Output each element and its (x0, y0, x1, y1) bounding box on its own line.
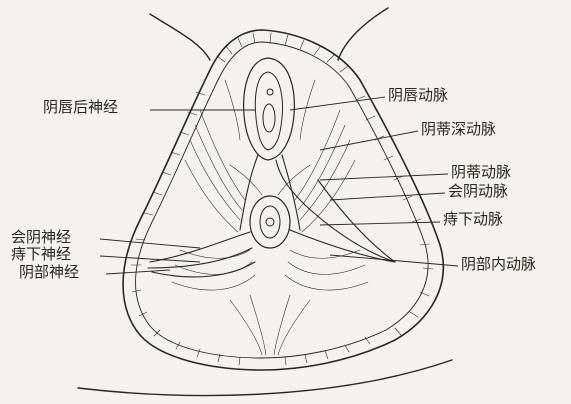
leader-deep-clitoral-artery (320, 131, 418, 150)
label-labial-nerve-posterior: 阴唇后神经 (42, 100, 119, 115)
leader-labial-artery (290, 97, 385, 110)
anal-canal-inner (260, 206, 280, 238)
label-internal-pudendal-artery: 阴部内动脉 (460, 257, 537, 272)
labia-minora (255, 72, 282, 150)
label-perineal-nerve: 会阴神经 (10, 230, 72, 245)
anal-canal-outer (250, 196, 290, 248)
border-hatching (131, 33, 433, 365)
right-thigh-contour (338, 8, 388, 60)
vaginal-orifice (263, 104, 275, 132)
leader-perineal-artery (330, 193, 445, 200)
anus (266, 218, 274, 226)
label-labial-artery: 阴唇动脉 (387, 88, 449, 103)
leader-internal-pudendal-artery (330, 255, 458, 266)
label-clitoral-artery: 阴蒂动脉 (450, 165, 512, 180)
leader-inferior-rectal-nerve (100, 256, 200, 262)
label-inferior-rectal-artery: 痔下动脉 (442, 212, 504, 227)
label-perineal-artery: 会阴动脉 (447, 184, 509, 199)
leader-lines (100, 97, 458, 274)
perineum-inner-outline (136, 42, 429, 358)
label-inferior-rectal-nerve: 痔下神经 (10, 247, 72, 262)
urethral-orifice (267, 89, 273, 95)
perineum-outer-outline (123, 30, 443, 370)
vessels-and-nerves (148, 155, 395, 277)
left-thigh-contour (150, 14, 210, 60)
leader-inferior-rectal-artery (320, 222, 440, 225)
labia-majora (244, 58, 295, 160)
leader-perineal-nerve (100, 239, 200, 248)
buttock-contour (78, 360, 452, 395)
leader-clitoral-artery (320, 174, 448, 180)
label-deep-clitoral-artery: 阴蒂深动脉 (420, 122, 497, 137)
label-pudendal-nerve: 阴部神经 (18, 265, 80, 280)
